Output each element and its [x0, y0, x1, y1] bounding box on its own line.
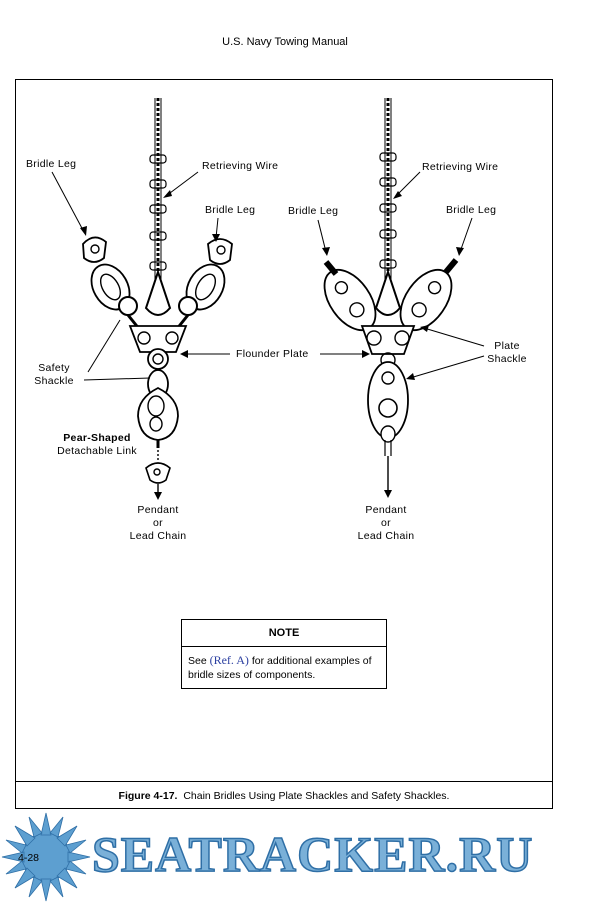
plate-shackle-label-line-1: Plate	[494, 340, 520, 352]
note-text-before: See	[188, 655, 210, 667]
watermark-sunburst-icon	[1, 812, 91, 902]
right-pendant-line-1: Pendant	[365, 504, 407, 516]
right-retrieving-wire-label: Retrieving Wire	[422, 161, 499, 173]
left-bridle-leg-label-1: Bridle Leg	[26, 158, 77, 170]
note-body: See (Ref. A) for additional examples of …	[182, 647, 386, 682]
figure-caption: Figure 4-17. Chain Bridles Using Plate S…	[15, 790, 553, 802]
note-heading: NOTE	[182, 620, 386, 647]
plate-shackle-label-line-2: Shackle	[487, 353, 527, 365]
caption-divider	[15, 781, 553, 782]
pear-shaped-label-line-1: Pear-Shaped	[63, 432, 131, 444]
figure-frame	[15, 79, 553, 809]
left-pendant-label: Pendant or Lead Chain	[118, 504, 198, 543]
figure-caption-text: Chain Bridles Using Plate Shackles and S…	[183, 790, 450, 802]
note-box: NOTE See (Ref. A) for additional example…	[181, 619, 387, 689]
right-pendant-label: Pendant or Lead Chain	[346, 504, 426, 543]
page-header: U.S. Navy Towing Manual	[222, 36, 348, 48]
left-pendant-line-2: or	[153, 517, 163, 529]
right-pendant-line-3: Lead Chain	[357, 530, 415, 542]
pear-shaped-label-line-2: Detachable Link	[57, 445, 137, 457]
left-pendant-line-1: Pendant	[137, 504, 179, 516]
pear-shaped-link-label: Pear-Shaped Detachable Link	[52, 432, 142, 458]
right-bridle-assembly	[317, 98, 485, 498]
flounder-plate-label: Flounder Plate	[236, 348, 309, 360]
safety-shackle-label-line-1: Safety	[38, 362, 70, 374]
right-bridle-leg-label-2: Bridle Leg	[446, 204, 497, 216]
safety-shackle-label-line-2: Shackle	[34, 375, 74, 387]
safety-shackle-label: Safety Shackle	[30, 362, 78, 388]
left-retrieving-wire-label: Retrieving Wire	[202, 160, 279, 172]
note-text-after: for additional examples of bridle sizes …	[188, 655, 372, 681]
plate-shackle-label: Plate Shackle	[484, 340, 530, 366]
right-bridle-leg-label-1: Bridle Leg	[288, 205, 339, 217]
figure-number: Figure 4-17.	[118, 790, 178, 802]
page-number: 4-28	[18, 852, 40, 864]
right-pendant-line-2: or	[381, 517, 391, 529]
left-pendant-line-3: Lead Chain	[129, 530, 187, 542]
left-bridle-assembly	[51, 98, 233, 500]
left-bridle-leg-label-2: Bridle Leg	[205, 204, 256, 216]
reference-link[interactable]: (Ref. A)	[209, 653, 249, 667]
watermark-text: SEATRACKER.RU	[91, 825, 534, 883]
